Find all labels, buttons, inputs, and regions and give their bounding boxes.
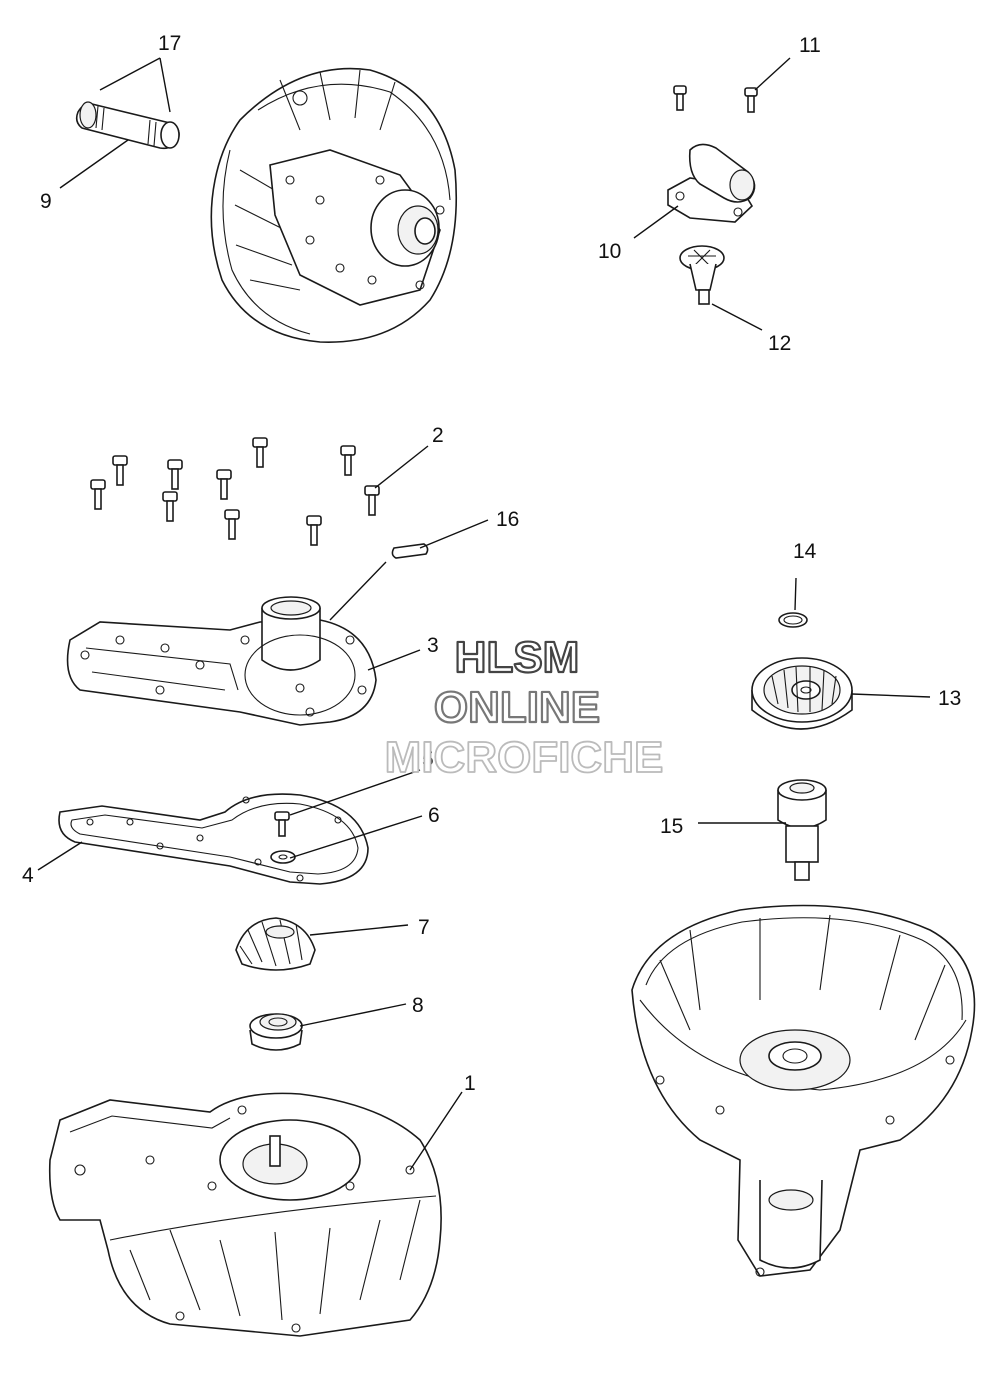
lower-gear-housing [631,904,976,1277]
leader-12 [711,303,763,331]
leader-5 [289,769,421,816]
callout-10: 10 [598,240,621,263]
callout-5: 5 [422,748,434,771]
leader-13 [851,693,931,698]
callout-labels: 17 9 11 10 12 2 16 3 5 6 4 7 8 1 14 13 1… [22,32,961,1095]
bolt-10 [306,515,322,546]
bolt-3 [340,445,356,476]
callout-13: 13 [938,687,961,710]
callout-4: 4 [22,864,34,887]
leader-4 [37,841,83,871]
bolt-4 [167,459,183,490]
watermark-line2: ONLINE [434,683,600,732]
callout-2: 2 [432,424,444,447]
leader-1 [409,1091,463,1171]
callout-6: 6 [428,804,440,827]
callout-9: 9 [40,190,52,213]
callout-1: 1 [464,1072,476,1095]
leader-17 [99,57,171,113]
watermark-line1: HLSM [455,633,580,682]
callout-3: 3 [427,634,439,657]
leader-16 [329,519,489,621]
bolt-8 [162,491,178,522]
callout-14: 14 [793,540,817,563]
callout-16: 16 [496,508,519,531]
thermostat-housing-part-10 [667,143,756,223]
watermark-line3: MICROFICHE [385,733,664,782]
leader-11 [754,57,791,91]
leader-7 [309,924,409,936]
shaft-part-15 [777,779,827,881]
bolt-7 [364,485,380,516]
leader-2 [374,445,429,489]
o-ring-part-14 [778,612,808,628]
leader-14 [794,577,797,611]
leader-8 [299,1003,407,1027]
seal-part-8 [249,1013,303,1051]
bolt-5 [216,469,232,500]
watermark: HLSM ONLINE MICROFICHE [384,632,664,783]
leader-10 [633,205,679,239]
callout-17: 17 [158,32,181,55]
bolt-set-part-2 [90,437,380,546]
bolt-6 [90,479,106,510]
callout-15: 15 [660,815,683,838]
tube-part-9 [75,101,180,150]
bolt-part-11a [673,85,687,111]
screw-part-5 [274,811,290,837]
drive-cover-housing [210,67,458,343]
callout-7: 7 [418,916,430,939]
gasket-part-4 [58,793,369,885]
dowel-pin-part-16 [391,543,429,559]
bolt-2 [252,437,268,468]
bolt-part-11b [744,87,758,113]
bearing-part-13 [751,657,853,730]
leader-6 [289,815,423,859]
leader-9 [59,139,129,189]
leader-3 [367,649,421,671]
bolt-9 [224,509,240,540]
callout-12: 12 [768,332,791,355]
bolt-1 [112,455,128,486]
pump-housing-part-1 [48,1092,442,1337]
callout-8: 8 [412,994,424,1017]
leader-lines [37,57,931,1171]
pump-cover-part-3 [66,596,377,726]
callout-11: 11 [799,34,821,57]
thermostat-part-12 [679,245,725,305]
impeller-part-7 [235,917,316,971]
